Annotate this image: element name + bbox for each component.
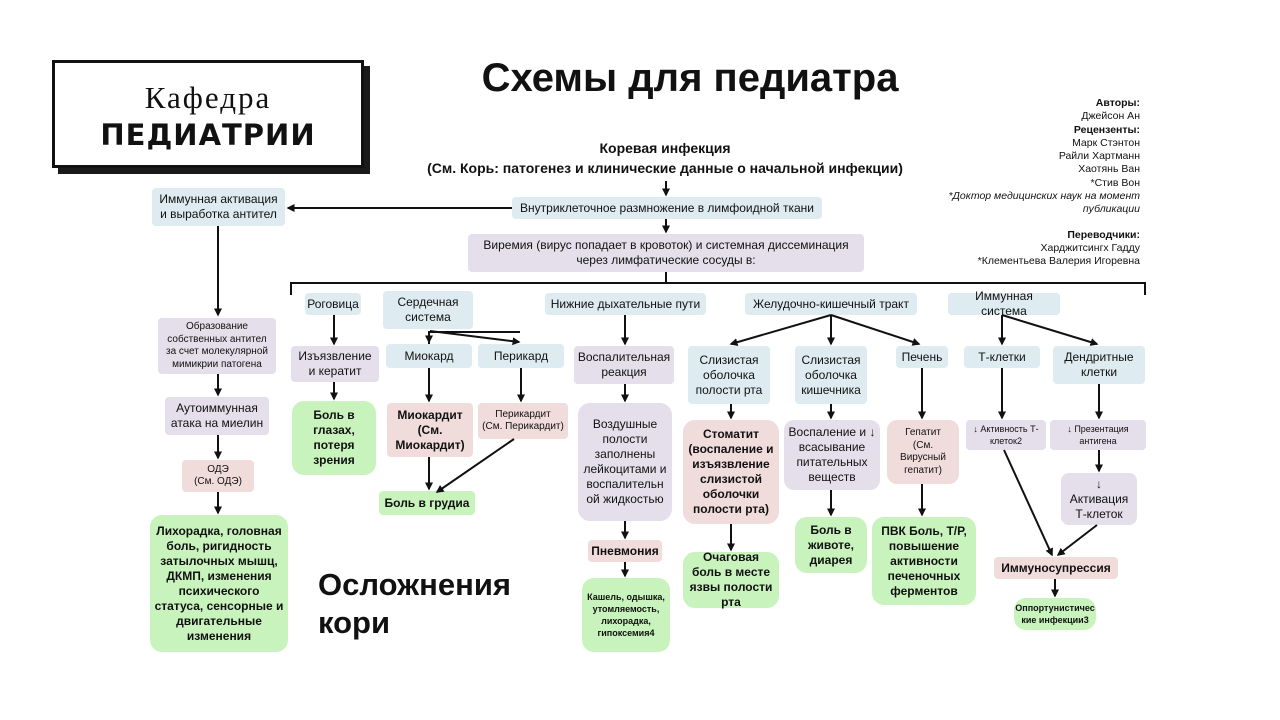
node-malabsorption: Воспаление и ↓ всасывание питательных ве…: [784, 420, 880, 490]
node-immune-system: Иммунная система: [948, 289, 1060, 318]
credits: Авторы: Джейсон Ан Рецензенты: Марк Стэн…: [930, 97, 1140, 269]
node-immune-activation: Иммунная активация и выработка антител: [152, 188, 285, 226]
node-t-cells: Т-клетки: [964, 346, 1040, 368]
node-pneumonia-symptoms: Кашель, одышка, утомляемость, лихорадка,…: [582, 578, 670, 652]
node-antigen-presentation: ↓ Презентация антигена: [1050, 420, 1146, 450]
translator: *Клементьева Валерия Игоревна: [977, 255, 1140, 268]
root-line-1: Коревая инфекция: [599, 140, 731, 156]
node-ade-symptoms: Лихорадка, головная боль, ригидность зат…: [150, 515, 288, 652]
node-autoantibodies: Образование собственных антител за счет …: [158, 318, 276, 374]
reviewer: Хаотянь Ван: [1078, 163, 1140, 176]
node-liver-symptoms: ПВК Боль, Т/Р, повышение активности пече…: [872, 517, 976, 605]
translator: Харджитсингх Гадду: [1040, 241, 1141, 254]
node-stomatitis: Стоматит (воспаление и изъязвление слизи…: [683, 420, 779, 524]
node-inflammatory: Воспалительная реакция: [574, 346, 674, 384]
node-pericarditis: Перикардит (См. Перикардит): [478, 403, 568, 439]
arrow-gi-oral: [729, 314, 832, 347]
node-ade: ОДЭ (См. ОДЭ): [182, 460, 254, 492]
node-myocardium: Миокард: [386, 344, 472, 368]
arrow-heart-pericardium: [429, 330, 521, 346]
node-replication: Внутриклеточное размножение в лимфоидной…: [512, 197, 822, 219]
reviewers-label: Рецензенты:: [1073, 123, 1140, 136]
node-cornea: Роговица: [305, 293, 361, 315]
node-intestinal-mucosa: Слизистая оболочка кишечника: [795, 346, 867, 404]
node-viremia: Виремия (вирус попадает в кровоток) и си…: [468, 234, 864, 272]
root-node: Коревая инфекция (См. Корь: патогенез и …: [410, 138, 920, 178]
reviewer: Райли Хартманн: [1058, 150, 1140, 163]
arrow-immune-dendritic: [1001, 314, 1099, 346]
translators-label: Переводчики:: [1067, 228, 1140, 241]
reviewer: *Стив Вон: [1090, 176, 1140, 189]
node-immunosuppression: Иммуносупрессия: [994, 557, 1118, 579]
node-dendritic-cells: Дендритные клетки: [1053, 346, 1145, 384]
node-heart: Сердечная система: [383, 291, 473, 329]
node-gi-tract: Желудочно-кишечный тракт: [745, 293, 917, 315]
page-title: Схемы для педиатра: [481, 56, 899, 100]
complications-title: Осложнения кори: [318, 566, 558, 642]
node-pericardium: Перикард: [478, 344, 564, 368]
arrow-gi-liver: [830, 314, 921, 346]
node-hepatitis: Гепатит (См. Вирусный гепатит): [887, 420, 959, 484]
node-keratitis: Изъязвление и кератит: [291, 346, 379, 382]
department-logo: Кафедра ПЕДИАТРИИ: [52, 60, 364, 168]
root-line-2: (См. Корь: патогенез и клинические данны…: [427, 160, 903, 176]
node-airspaces: Воздушные полости заполнены лейкоцитами …: [578, 403, 672, 521]
node-t-activation: ↓ Активация Т-клеток: [1061, 473, 1137, 525]
node-liver: Печень: [896, 346, 948, 368]
node-myocarditis: Миокардит (См. Миокардит): [387, 403, 473, 457]
complications-text: Осложнения кори: [318, 567, 511, 640]
logo-line-2: ПЕДИАТРИИ: [100, 118, 316, 152]
node-eye-symptoms: Боль в глазах, потеря зрения: [292, 401, 376, 475]
reviewer: Марк Стэнтон: [1072, 136, 1140, 149]
logo-line-1: Кафедра: [144, 80, 272, 115]
node-oral-mucosa: Слизистая оболочка полости рта: [688, 346, 770, 404]
arrow-activity-immunosuppression: [1003, 449, 1053, 557]
node-t-activity: ↓ Активность Т-клеток2: [966, 420, 1046, 450]
node-lower-airways: Нижние дыхательные пути: [545, 293, 706, 315]
credits-note: *Доктор медицинских наук на момент публи…: [948, 190, 1140, 216]
node-pneumonia: Пневмония: [588, 540, 662, 562]
arrow-heart-split: [428, 331, 520, 344]
node-opportunistic-infections: Оппортунистичес кие инфекции3: [1014, 598, 1096, 630]
arrow-activation-immunosuppression: [1056, 524, 1098, 556]
node-chest-pain: Боль в грудиа: [379, 491, 475, 515]
node-autoimmune: Аутоиммунная атака на миелин: [165, 397, 269, 435]
node-ulcer-pain: Очаговая боль в месте язвы полости рта: [683, 550, 779, 609]
authors-label: Авторы:: [1095, 97, 1140, 109]
author: Джейсон Ан: [1081, 110, 1140, 123]
node-abdominal-pain: Боль в животе, диарея: [795, 517, 867, 573]
